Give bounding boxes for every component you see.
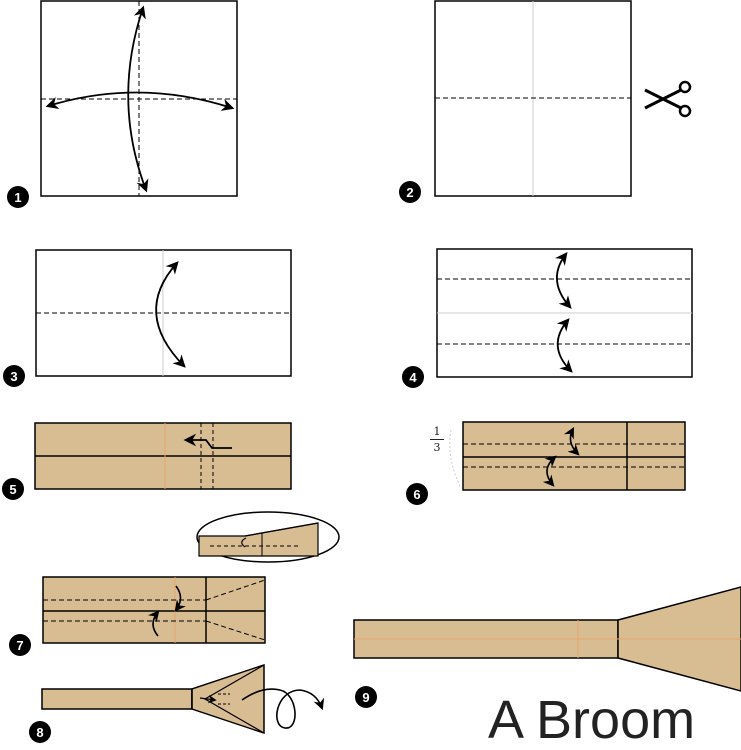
detail-view bbox=[196, 511, 340, 563]
step-4 bbox=[436, 248, 693, 378]
fold-arrow bbox=[563, 427, 580, 456]
step-number-9: 9 bbox=[355, 686, 377, 708]
fold-arrow bbox=[199, 694, 217, 704]
turn-over-arrow bbox=[241, 688, 325, 729]
fraction-denominator: 3 bbox=[433, 441, 441, 454]
step-9 bbox=[353, 586, 741, 692]
step-number-7: 7 bbox=[9, 634, 31, 656]
diagram-title: A Broom bbox=[488, 690, 696, 750]
paper-strip bbox=[41, 688, 193, 710]
step-6 bbox=[449, 421, 686, 491]
step-5 bbox=[34, 422, 292, 490]
fraction-bar bbox=[430, 439, 444, 440]
step-number-3: 3 bbox=[3, 365, 25, 387]
svg-text:1: 1 bbox=[14, 190, 21, 205]
svg-text:6: 6 bbox=[413, 487, 420, 502]
measure-guide bbox=[449, 429, 462, 489]
fold-arrow bbox=[174, 585, 186, 612]
svg-text:2: 2 bbox=[406, 185, 413, 200]
svg-text:3: 3 bbox=[10, 369, 17, 384]
svg-text:5: 5 bbox=[9, 482, 16, 497]
step-number-5: 5 bbox=[2, 478, 24, 500]
fold-edge bbox=[244, 522, 319, 537]
step-number-1: 1 bbox=[7, 186, 29, 208]
fold-arrow bbox=[542, 455, 557, 487]
step-3 bbox=[35, 249, 292, 377]
step-2 bbox=[434, 0, 692, 197]
fold-line bbox=[218, 693, 230, 705]
pleat-arrow bbox=[183, 433, 232, 449]
fold-arrow bbox=[155, 261, 186, 368]
step-number-2: 2 bbox=[399, 181, 421, 203]
fold-arrow bbox=[241, 537, 247, 548]
paper-strip bbox=[42, 576, 266, 644]
scissors-icon bbox=[644, 80, 692, 118]
fold-arrow bbox=[127, 5, 149, 193]
paper-strip bbox=[198, 522, 319, 557]
fold-arrow bbox=[554, 252, 572, 309]
fold-arrow bbox=[147, 610, 160, 637]
fold-arrow bbox=[556, 318, 573, 373]
svg-text:9: 9 bbox=[362, 690, 369, 705]
fold-line bbox=[205, 620, 266, 641]
step-number-6: 6 bbox=[406, 483, 428, 505]
step-8 bbox=[41, 663, 325, 735]
step-number-4: 4 bbox=[402, 366, 424, 388]
fold-line bbox=[205, 579, 266, 601]
fraction-numerator: 1 bbox=[433, 425, 441, 438]
svg-text:4: 4 bbox=[409, 370, 417, 385]
paper-strip bbox=[462, 421, 686, 491]
step-1 bbox=[40, 0, 238, 197]
step-number-8: 8 bbox=[29, 721, 51, 743]
svg-text:8: 8 bbox=[36, 725, 43, 740]
svg-text:7: 7 bbox=[16, 638, 23, 653]
one-third-fraction: 1 3 bbox=[428, 425, 446, 454]
step-7 bbox=[42, 576, 266, 644]
